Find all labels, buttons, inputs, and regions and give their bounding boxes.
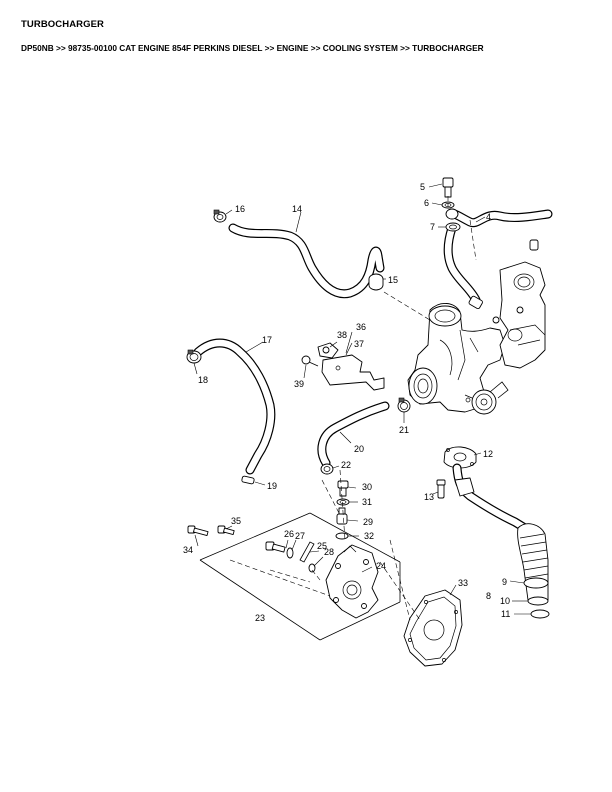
clamp-16[interactable] — [213, 209, 227, 223]
pipe-25[interactable] — [299, 541, 315, 563]
clamp-10[interactable] — [527, 596, 549, 606]
callout-17[interactable]: 17 — [262, 335, 272, 345]
clamp-22[interactable] — [320, 463, 334, 475]
callout-14[interactable]: 14 — [292, 204, 302, 214]
washer-32[interactable] — [335, 532, 349, 540]
fitting-29[interactable] — [336, 507, 348, 525]
leader-lines — [193, 183, 531, 615]
housing-24[interactable] — [325, 544, 379, 619]
turbocharger[interactable] — [407, 303, 509, 415]
bolt-26[interactable] — [265, 541, 286, 553]
breadcrumb[interactable]: DP50NB >> 98735-00100 CAT ENGINE 854F PE… — [21, 43, 484, 53]
bolt-35[interactable] — [217, 525, 235, 535]
page-title: TURBOCHARGER — [21, 19, 105, 30]
callout-25[interactable]: 25 — [317, 541, 327, 551]
hose-20[interactable] — [317, 401, 390, 468]
hose-17[interactable] — [193, 338, 276, 475]
callout-34[interactable]: 34 — [183, 545, 193, 555]
bellows-hose-8[interactable] — [517, 523, 549, 605]
banjo-7[interactable] — [445, 222, 461, 232]
fitting-19[interactable] — [241, 475, 255, 485]
callout-27[interactable]: 27 — [295, 531, 305, 541]
clamp-21[interactable] — [397, 397, 411, 413]
flange-12[interactable] — [443, 446, 477, 469]
banjo-bolt-5[interactable] — [442, 177, 454, 198]
hose-14[interactable] — [228, 223, 385, 299]
exhaust-manifold[interactable] — [492, 239, 546, 369]
callout-38[interactable]: 38 — [337, 330, 347, 340]
clamp-15[interactable] — [368, 273, 384, 291]
callout-11[interactable]: 11 — [501, 609, 510, 619]
drain-pipe[interactable] — [452, 463, 533, 535]
banjo-fitting[interactable] — [445, 208, 459, 220]
clamp-9[interactable] — [523, 577, 549, 589]
callout-23[interactable]: 23 — [255, 613, 265, 623]
callout-39[interactable]: 39 — [294, 379, 304, 389]
callout-24[interactable]: 24 — [376, 561, 386, 571]
bolt-34[interactable] — [187, 525, 209, 537]
callout-26[interactable]: 26 — [284, 529, 294, 539]
washer-31[interactable] — [336, 498, 350, 506]
guide-lines — [311, 196, 477, 621]
callout-12[interactable]: 12 — [483, 449, 493, 459]
gasket-33[interactable] — [403, 589, 463, 667]
callout-13[interactable]: 13 — [424, 492, 434, 502]
bolt-39[interactable] — [301, 355, 319, 367]
washer-27[interactable] — [286, 547, 294, 559]
callout-16[interactable]: 16 — [235, 204, 245, 214]
callout-35[interactable]: 35 — [231, 516, 241, 526]
callout-30[interactable]: 30 — [362, 482, 372, 492]
callout-labels: 5 6 7 4 16 14 15 17 18 38 36 37 39 20 21… — [183, 182, 510, 623]
callout-4[interactable]: 4 — [486, 212, 491, 222]
seal-11[interactable] — [530, 609, 550, 619]
callout-36[interactable]: 36 — [356, 322, 366, 332]
callout-7[interactable]: 7 — [430, 222, 435, 232]
callout-31[interactable]: 31 — [362, 497, 372, 507]
callout-20[interactable]: 20 — [354, 444, 364, 454]
callout-9[interactable]: 9 — [502, 577, 507, 587]
callout-8[interactable]: 8 — [486, 591, 491, 601]
clip-38[interactable] — [317, 342, 339, 359]
callout-5[interactable]: 5 — [420, 182, 425, 192]
washer-28[interactable] — [308, 563, 316, 573]
callout-29[interactable]: 29 — [363, 517, 373, 527]
callout-10[interactable]: 10 — [500, 596, 510, 606]
oil-feed-pipe-4[interactable] — [443, 208, 553, 310]
callout-21[interactable]: 21 — [399, 425, 409, 435]
clamp-18[interactable] — [186, 349, 202, 364]
callout-19[interactable]: 19 — [267, 481, 277, 491]
callout-6[interactable]: 6 — [424, 198, 429, 208]
bolt-30[interactable] — [337, 480, 349, 497]
callout-37[interactable]: 37 — [354, 339, 364, 349]
callout-15[interactable]: 15 — [388, 275, 398, 285]
assembly-23-outline — [199, 512, 401, 641]
callout-18[interactable]: 18 — [198, 375, 208, 385]
bolt-13[interactable] — [436, 479, 446, 499]
callout-33[interactable]: 33 — [458, 578, 468, 588]
callout-28[interactable]: 28 — [324, 547, 334, 557]
callout-22[interactable]: 22 — [341, 460, 351, 470]
callout-32[interactable]: 32 — [364, 531, 374, 541]
bracket-36[interactable] — [321, 354, 385, 391]
